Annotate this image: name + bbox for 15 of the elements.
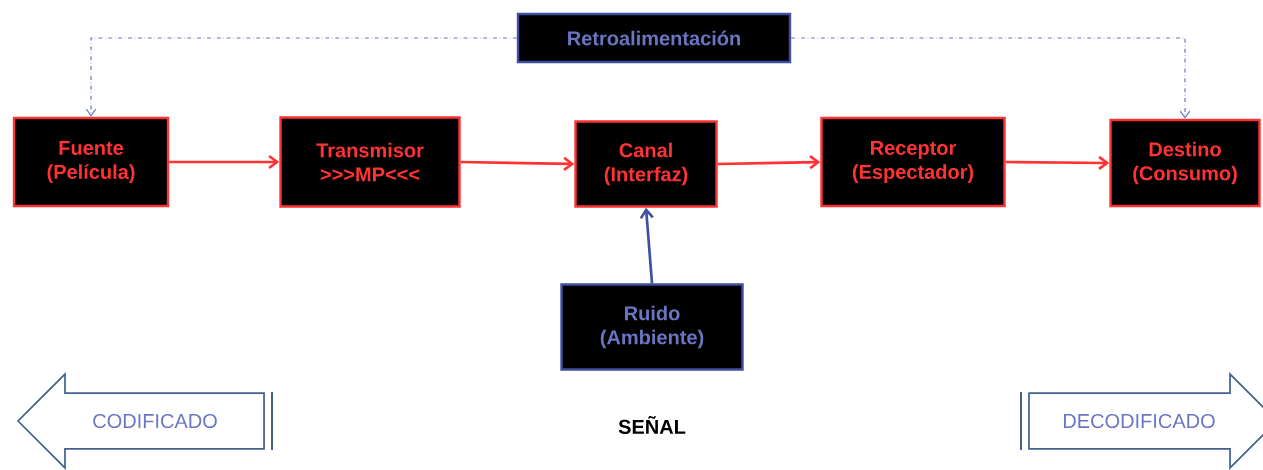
info-box: Ruido (Ambiente) <box>560 283 744 371</box>
process-box: Canal (Interfaz) <box>574 120 718 208</box>
process-box: Destino (Consumo) <box>1109 118 1261 208</box>
info-box: Retroalimentación <box>516 12 792 64</box>
process-box: Fuente (Película) <box>12 116 170 208</box>
arrow <box>790 37 1191 119</box>
arrow <box>639 207 654 284</box>
signal-label: SEÑAL <box>618 416 686 434</box>
arrow <box>1005 155 1110 170</box>
arrow <box>85 37 518 117</box>
process-box: Transmisor >>>MP<<< <box>279 116 461 208</box>
process-box: Receptor (Espectador) <box>820 116 1006 208</box>
arrow <box>169 154 280 170</box>
arrow <box>460 156 575 171</box>
arrow <box>717 155 821 170</box>
